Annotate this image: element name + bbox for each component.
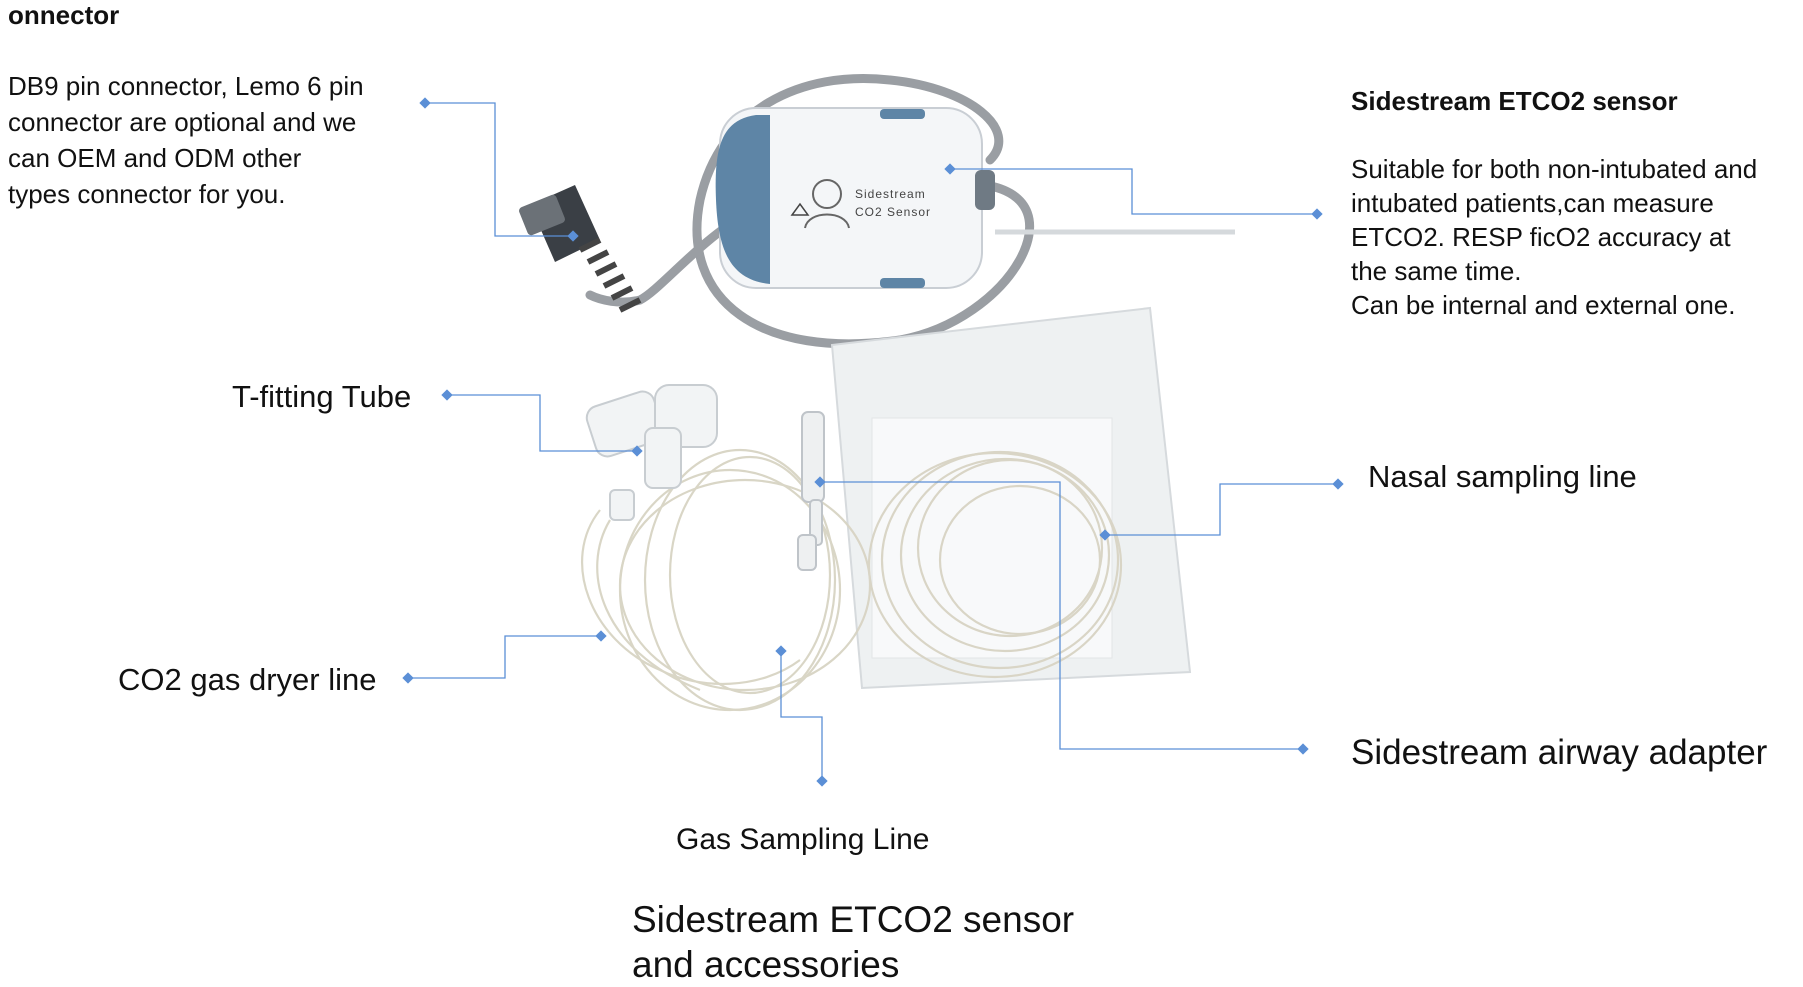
t-fitting-part: [585, 384, 718, 521]
luer-connectors: [797, 411, 825, 571]
dryer-line-label: CO2 gas dryer line: [118, 662, 377, 697]
nasal-line-label: Nasal sampling line: [1368, 459, 1637, 494]
sensor-title: Sidestream ETCO2 sensor: [1351, 86, 1678, 116]
tubing-coils: [580, 448, 1123, 712]
callout-markers: [402, 97, 1344, 787]
connector-description: DB9 pin connector, Lemo 6 pin connector …: [8, 71, 364, 209]
sensor-device: Sidestream CO2 Sensor: [715, 107, 1235, 289]
figure-caption: Sidestream ETCO2 sensor and accessories: [632, 899, 1075, 985]
connector-title: onnector: [8, 0, 120, 30]
device-label-line2: CO2 Sensor: [855, 205, 931, 219]
t-fitting-label: T-fitting Tube: [232, 379, 412, 414]
sensor-description: Suitable for both non-intubated and intu…: [1351, 154, 1758, 320]
sealed-bag: [830, 306, 1192, 690]
callout-lines: [408, 102, 1338, 781]
airway-adapter-label: Sidestream airway adapter: [1351, 733, 1768, 772]
gas-line-label: Gas Sampling Line: [676, 823, 930, 856]
sensor-cable: [585, 74, 1035, 349]
device-label-line1: Sidestream: [855, 187, 926, 201]
connector-plug: [519, 185, 642, 313]
